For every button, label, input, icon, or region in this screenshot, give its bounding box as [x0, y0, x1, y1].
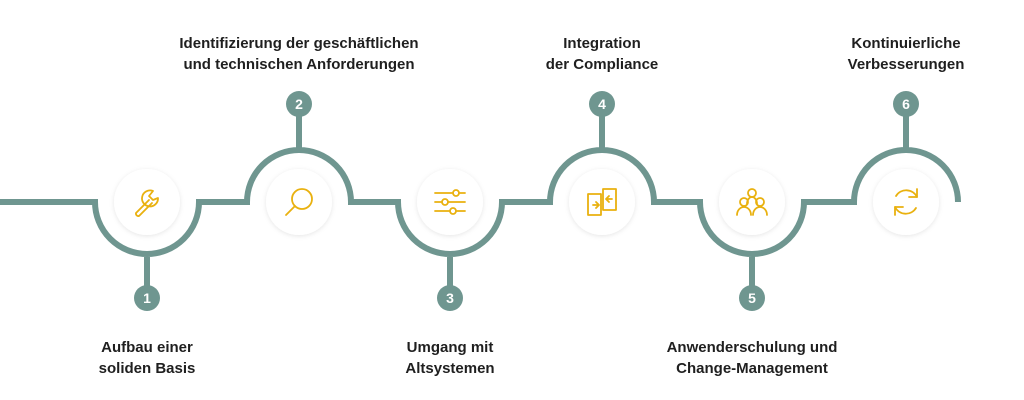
step-5-label-line-1: Anwenderschulung und [666, 339, 838, 356]
step-badge-2: 2 [286, 91, 312, 117]
step-6-label-line-2: Verbesserungen [847, 56, 965, 73]
search-icon [285, 188, 313, 216]
step-number-3: 3 [446, 290, 454, 306]
step-badge-3: 3 [437, 285, 463, 311]
step-5-label-line-2: Change-Management [676, 360, 828, 377]
step-number-6: 6 [902, 96, 910, 112]
step-6-label-line-1: Kontinuierliche [851, 35, 961, 52]
step-number-5: 5 [748, 290, 756, 306]
process-track [0, 104, 961, 298]
step-1-icon-circle [114, 169, 180, 235]
step-6-label: Kontinuierliche Verbesserungen [821, 33, 991, 75]
step-badge-4: 4 [589, 91, 615, 117]
step-2-label: Identifizierung der geschäftlichen und t… [159, 33, 439, 75]
step-3-icon-circle [417, 169, 483, 235]
step-1-label-line-1: Aufbau einer [101, 339, 193, 356]
step-number-2: 2 [295, 96, 303, 112]
wrench-icon [135, 189, 159, 217]
step-3-label-line-2: Altsystemen [405, 360, 495, 377]
sliders-icon [434, 189, 466, 215]
step-5-icon-circle [719, 169, 785, 235]
step-badge-1: 1 [134, 285, 160, 311]
step-4-label: Integration der Compliance [527, 33, 677, 75]
step-4-label-line-1: Integration [563, 35, 641, 52]
step-number-1: 1 [143, 290, 151, 306]
people-icon [736, 188, 768, 216]
transfer-arrows-icon [587, 188, 617, 216]
step-number-4: 4 [598, 96, 606, 112]
step-1-label: Aufbau einer soliden Basis [72, 337, 222, 379]
step-2-label-line-2: und technischen Anforderungen [183, 56, 415, 73]
step-3-label: Umgang mit Altsystemen [375, 337, 525, 379]
step-4-icon-circle [569, 169, 635, 235]
step-5-label: Anwenderschulung und Change-Management [652, 337, 852, 379]
step-2-icon-circle [266, 169, 332, 235]
refresh-icon [894, 188, 918, 216]
step-6-icon-circle [873, 169, 939, 235]
step-1-label-line-2: soliden Basis [98, 360, 196, 377]
step-3-label-line-1: Umgang mit [406, 339, 494, 356]
step-badge-6: 6 [893, 91, 919, 117]
step-badge-5: 5 [739, 285, 765, 311]
step-2-label-line-1: Identifizierung der geschäftlichen [179, 35, 419, 52]
step-4-label-line-2: der Compliance [545, 56, 659, 73]
